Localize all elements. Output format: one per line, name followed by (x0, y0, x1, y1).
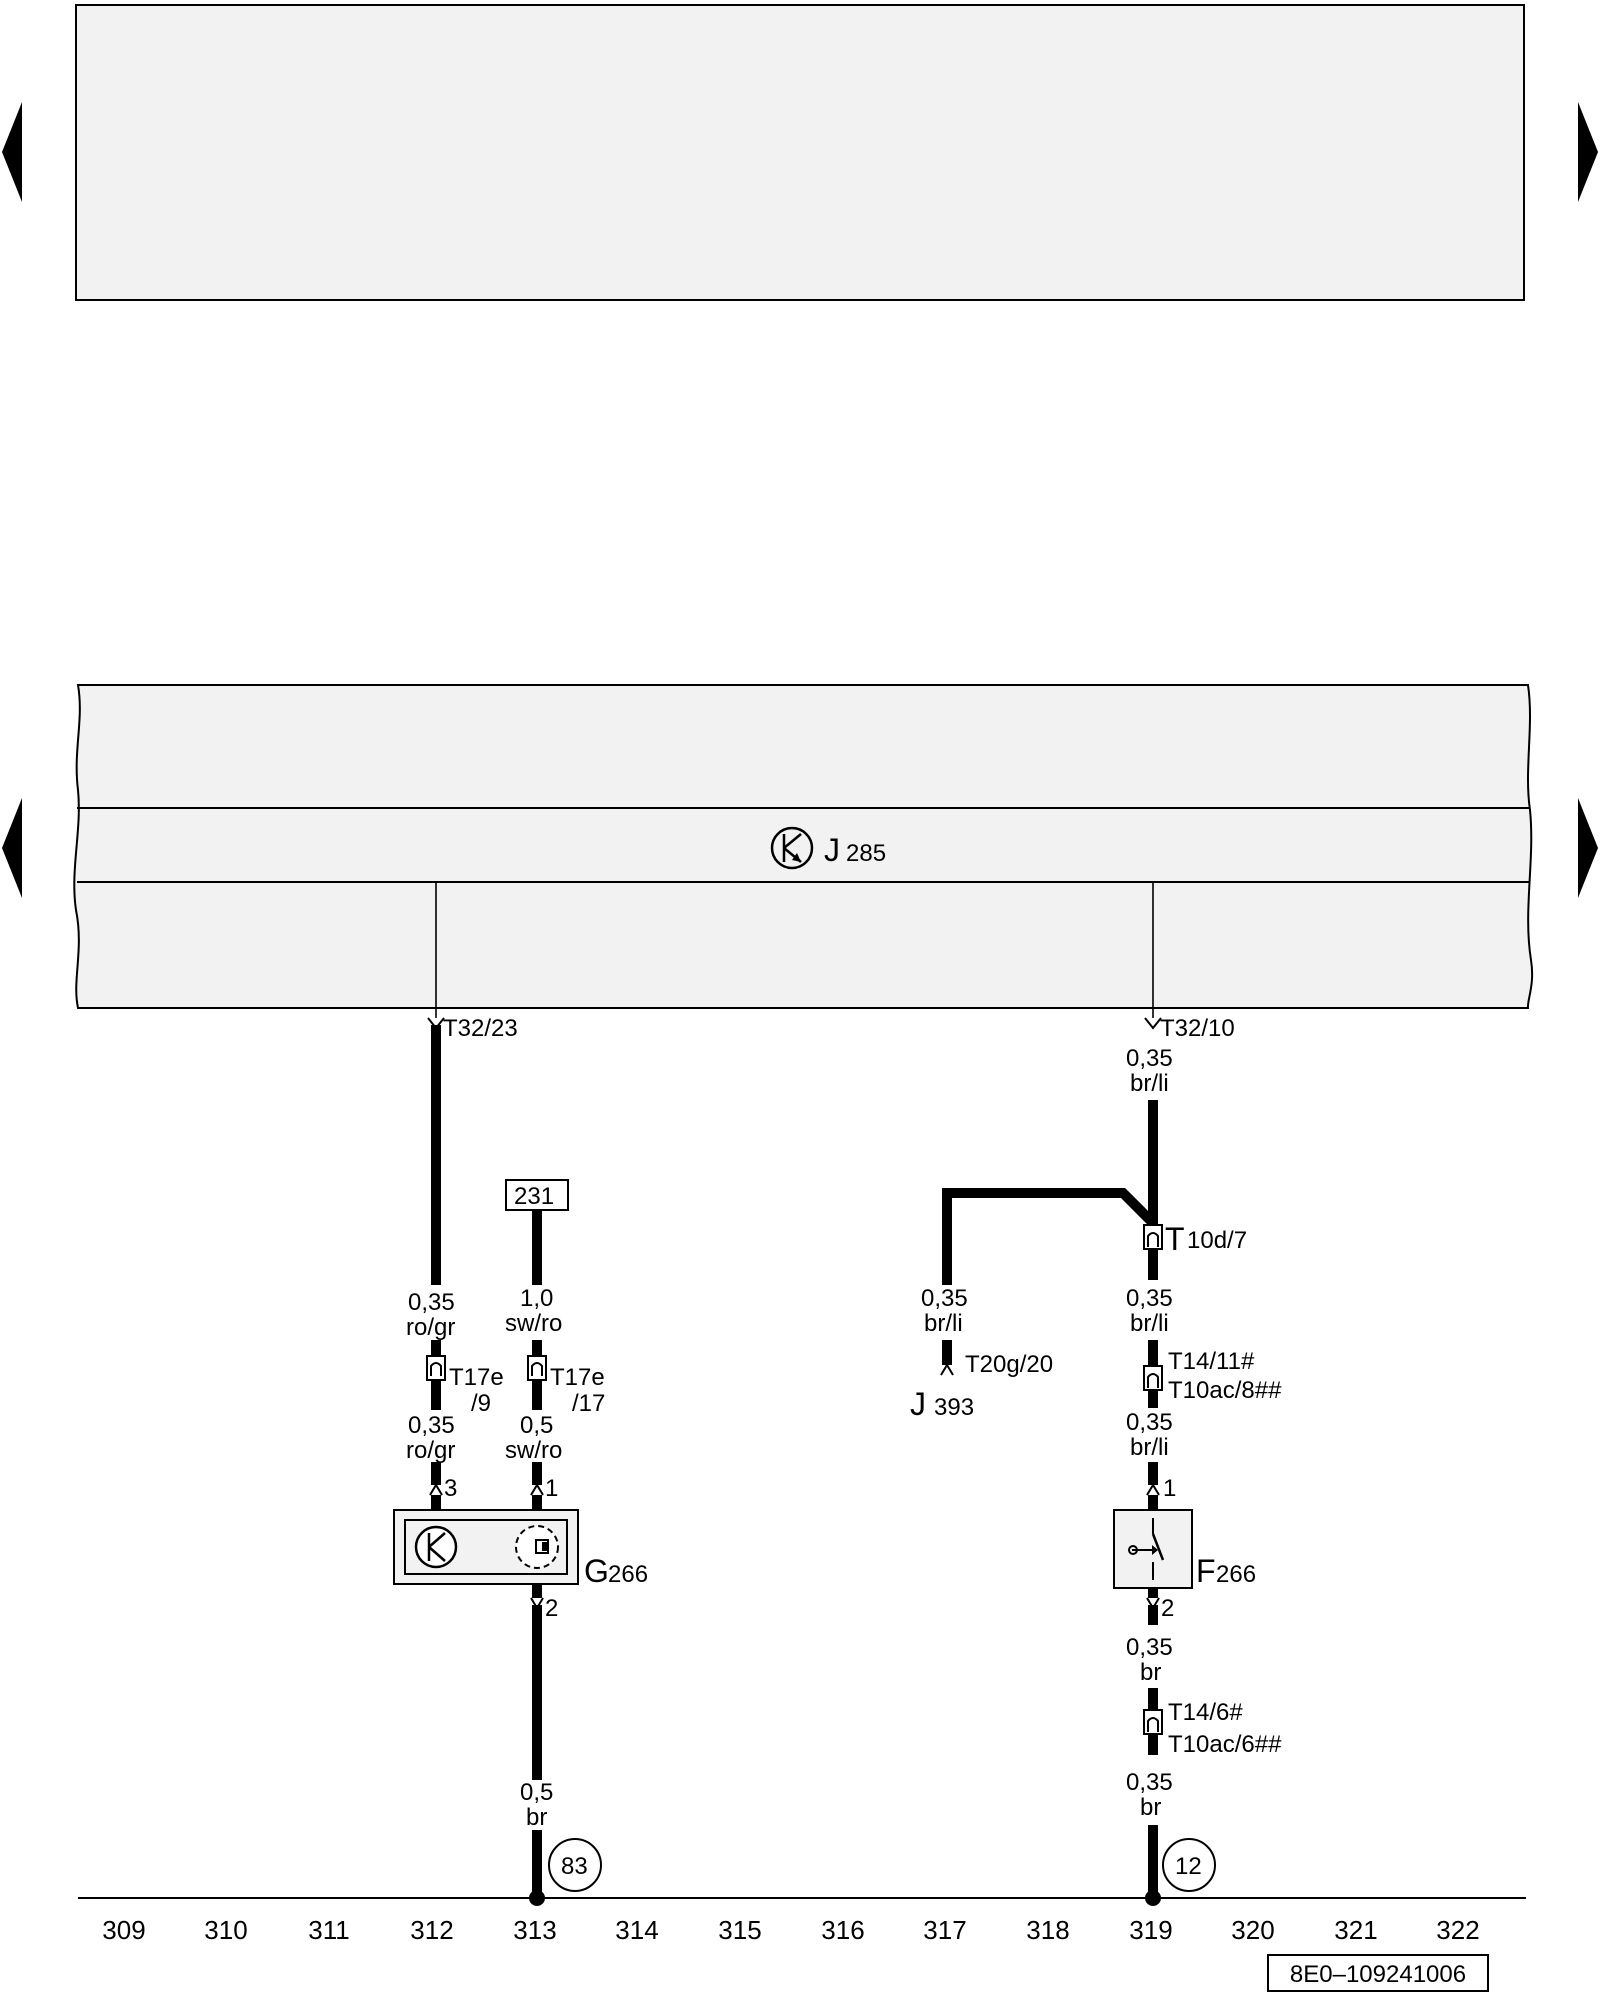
sensor-icon (515, 1525, 559, 1569)
scale-number: 311 (308, 1915, 349, 1945)
connector-t10d-7-sub: 10d/7 (1187, 1227, 1247, 1254)
wire-color: br (526, 1804, 547, 1831)
ground-point-83 (548, 1838, 602, 1892)
pin-label: 1 (1163, 1475, 1176, 1502)
scale-number: 318 (1026, 1915, 1069, 1945)
scale-number: 312 (410, 1915, 453, 1945)
column-scale: 309 310 311 312 313 314 315 316 317 318 … (102, 1915, 1479, 1945)
top-panel (75, 4, 1525, 301)
component-f266-number: 266 (1216, 1561, 1256, 1588)
ground-point-12 (1162, 1838, 1216, 1892)
transistor-icon (414, 1525, 458, 1569)
connector-t32-23-label: T32/23 (443, 1015, 518, 1042)
wire-size: 0,35 (1126, 1634, 1173, 1661)
connector-t14-11-icon (1143, 1365, 1163, 1391)
next-page-arrow-bottom[interactable] (1578, 798, 1598, 898)
wire-size: 1,0 (520, 1285, 553, 1312)
connector-t17e-9-icon (426, 1355, 446, 1381)
control-unit-letter: J (824, 832, 840, 868)
wire-color: br/li (1130, 1310, 1169, 1337)
pin-label: 1 (545, 1475, 558, 1502)
scale-number: 314 (615, 1915, 658, 1945)
transistor-icon (770, 826, 814, 870)
connector-t17e-17-label: T17e (550, 1364, 605, 1391)
connector-t14-6-icon (1143, 1709, 1163, 1735)
scale-number: 317 (923, 1915, 966, 1945)
ground-point-label: 12 (1175, 1853, 1202, 1880)
wire-color: br (1140, 1794, 1161, 1821)
wire-branch-j393 (942, 1188, 1157, 1285)
connector-t17e-17-pin: /17 (572, 1390, 605, 1417)
connector-t17e-9-pin: /9 (471, 1390, 491, 1417)
connector-t10d-7-icon (1143, 1224, 1163, 1250)
connector-t17e-9-label: T17e (449, 1364, 504, 1391)
wire-size: 0,35 (1126, 1285, 1173, 1312)
scale-number: 320 (1231, 1915, 1274, 1945)
connector-t20g-20-label: T20g/20 (965, 1351, 1053, 1378)
wire-size: 0,35 (1126, 1769, 1173, 1796)
scale-number: 316 (821, 1915, 864, 1945)
wire-color: sw/ro (505, 1437, 562, 1464)
connector-t10ac-6-label: T10ac/6## (1168, 1731, 1282, 1758)
document-code: 8E0–109241006 (1290, 1961, 1466, 1988)
wire-color: ro/gr (406, 1314, 455, 1341)
document-code-box (1267, 1954, 1489, 1992)
component-g266-number: 266 (608, 1561, 648, 1588)
wire-size: 0,35 (1126, 1045, 1173, 1072)
door-contact-switch-icon (1128, 1518, 1165, 1580)
wire-color: sw/ro (505, 1310, 562, 1337)
control-unit-number: 285 (846, 840, 886, 867)
pin-label: 3 (444, 1475, 457, 1502)
ground-point-label: 83 (561, 1853, 588, 1880)
component-f266-letter: F (1196, 1553, 1216, 1589)
connector-t32-10-label: T32/10 (1160, 1015, 1235, 1042)
wire-size: 0,35 (408, 1289, 455, 1316)
scale-number: 319 (1129, 1915, 1172, 1945)
next-page-arrow-top[interactable] (1578, 102, 1598, 202)
wire-color: br/li (924, 1310, 963, 1337)
wire-color: ro/gr (406, 1437, 455, 1464)
connector-t17e-17-icon (527, 1355, 547, 1381)
wire-color: br (1140, 1659, 1161, 1686)
pin-label: 2 (1161, 1595, 1174, 1622)
control-unit-j285-panel (73, 684, 1534, 1009)
component-g266-letter: G (584, 1553, 609, 1589)
prev-page-arrow-top[interactable] (2, 102, 22, 202)
connector-t14-11-label: T14/11# (1168, 1348, 1255, 1375)
scale-number: 309 (102, 1915, 145, 1945)
wire-size: 0,5 (520, 1412, 553, 1439)
scale-number: 321 (1334, 1915, 1377, 1945)
wire-color: br/li (1130, 1070, 1169, 1097)
wire-size: 0,35 (1126, 1409, 1173, 1436)
connector-t14-6-label: T14/6# (1168, 1699, 1243, 1726)
pin-label: 2 (545, 1595, 558, 1622)
scale-number: 322 (1436, 1915, 1479, 1945)
scale-number: 315 (718, 1915, 761, 1945)
reference-box-label: 231 (514, 1183, 554, 1210)
component-j393-letter: J (910, 1386, 926, 1422)
wire-size: 0,35 (921, 1285, 968, 1312)
wire-size: 0,35 (408, 1412, 455, 1439)
connector-t10d-7-label: T (1165, 1221, 1185, 1257)
reference-box-231 (505, 1179, 569, 1211)
wire-color: br/li (1130, 1434, 1169, 1461)
scale-number: 313 (513, 1915, 556, 1945)
prev-page-arrow-bottom[interactable] (2, 798, 22, 898)
wire-size: 0,5 (520, 1779, 553, 1806)
scale-number: 310 (204, 1915, 247, 1945)
component-j393-number: 393 (934, 1394, 974, 1421)
connector-t10ac-8-label: T10ac/8## (1168, 1377, 1282, 1404)
connector-pin-t32-10 (1144, 1017, 1162, 1030)
